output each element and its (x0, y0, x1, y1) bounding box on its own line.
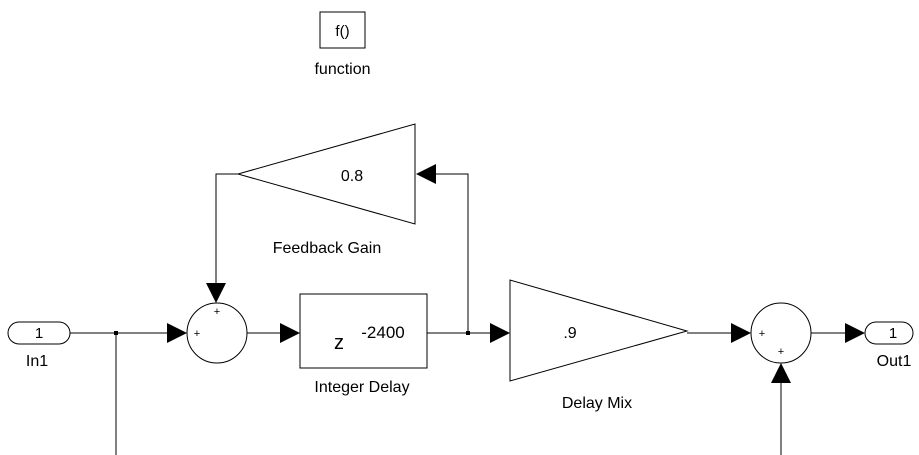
signal-line-delay-to-gain[interactable] (436, 173, 469, 333)
sum-block-2-sign-left: + (759, 328, 765, 340)
sum-block-1[interactable]: + + (186, 302, 248, 364)
arrowhead-sum1-top (206, 283, 226, 303)
delay-mix-label: Delay Mix (562, 395, 632, 412)
integer-delay-label: Integer Delay (314, 379, 409, 396)
integer-delay-base: z (334, 332, 344, 354)
inport-in1-label: In1 (26, 353, 48, 370)
arrowhead-mix-in (490, 323, 510, 343)
feedback-gain-label: Feedback Gain (273, 240, 382, 257)
function-block-symbol: f() (335, 23, 349, 40)
feedback-gain-block[interactable]: 0.8 (236, 123, 416, 225)
arrowhead-out1-in (845, 323, 865, 343)
function-block-box[interactable] (319, 11, 366, 49)
signal-line-gain-to-sum1[interactable] (215, 173, 238, 283)
integer-delay-exponent: -2400 (361, 323, 404, 342)
function-block-label: function (314, 61, 370, 78)
delay-mix-block[interactable]: .9 (509, 279, 689, 382)
outport-out1-label: Out1 (877, 353, 912, 370)
feedback-gain-value: 0.8 (341, 168, 363, 185)
feedback-gain-triangle[interactable] (236, 123, 416, 225)
arrowhead-sum2-left (731, 323, 751, 343)
outport-out1[interactable]: 1 (864, 321, 914, 345)
arrowhead-delay-in (280, 323, 300, 343)
inport-in1-number: 1 (35, 325, 43, 342)
sum-block-1-sign-left: + (194, 328, 200, 340)
arrowhead-sum1-left (167, 323, 187, 343)
arrowhead-gain-in (416, 164, 436, 184)
delay-mix-value: .9 (563, 325, 576, 342)
delay-mix-triangle[interactable] (509, 279, 689, 382)
integer-delay-block[interactable]: z -2400 (299, 293, 428, 369)
branch-point-in1 (114, 331, 118, 335)
sum-block-1-sign-top: + (214, 306, 220, 318)
arrowhead-sum2-bottom (771, 363, 791, 383)
integer-delay-box[interactable] (299, 293, 428, 369)
function-block[interactable]: f() (319, 11, 366, 49)
inport-in1[interactable]: 1 (7, 321, 71, 345)
sum-block-2-sign-bottom: + (778, 346, 784, 358)
outport-out1-number: 1 (889, 325, 897, 342)
sum-block-2[interactable]: + + (750, 302, 812, 364)
